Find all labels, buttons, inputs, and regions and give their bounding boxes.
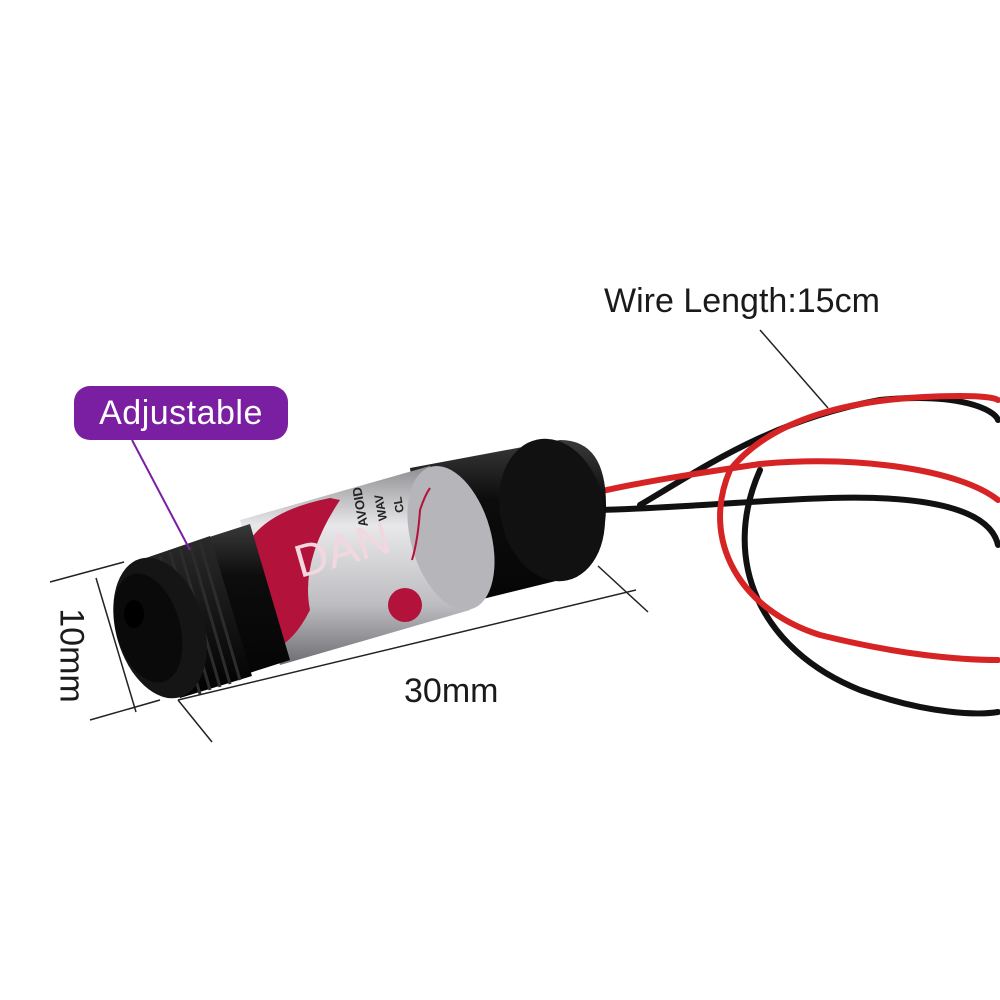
adjustable-leader [131,439,191,551]
adjustable-badge: Adjustable [74,386,288,440]
svg-text:WAV: WAV [372,493,390,521]
red-wire-loop [717,392,1000,663]
diameter-dim-line [95,577,137,713]
wires [595,392,1000,717]
dimension-lines [49,329,829,743]
wire-leader [759,329,829,409]
svg-text:AVOID: AVOID [349,486,371,528]
focus-cap [113,536,252,699]
diameter-dimension-label: 10mm [52,608,91,703]
length-dimension-label: 30mm [404,672,499,710]
red-wire [595,458,1000,503]
housing-front-collar [200,524,290,676]
black-wire [595,494,1000,548]
black-wire-loop [637,395,1000,717]
length-dim-line [177,589,637,701]
svg-text:CL: CL [390,496,407,514]
wire-length-label: Wire Length:15cm [604,282,880,320]
housing-silver: DAN AVOID WAV CL [240,466,495,665]
